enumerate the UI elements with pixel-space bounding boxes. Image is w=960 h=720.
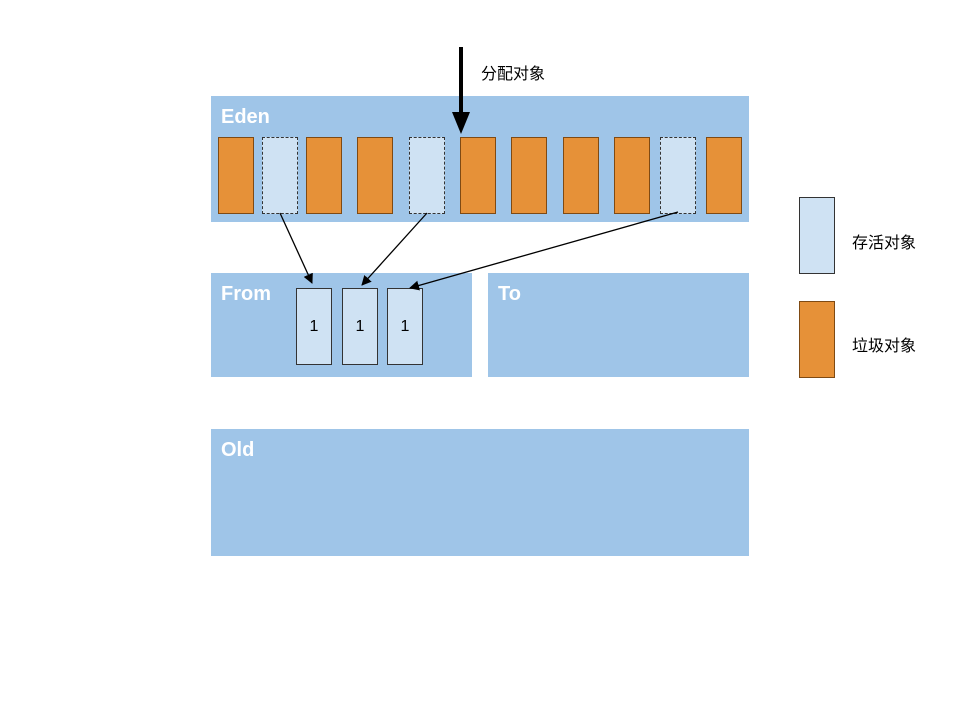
copy-arrow (361, 212, 428, 286)
to-survivor-region: To (488, 273, 749, 377)
eden-garbage-object (460, 137, 496, 214)
copy-arrow (409, 211, 679, 291)
legend-alive-swatch (799, 197, 835, 274)
legend-garbage-swatch (799, 301, 835, 378)
eden-garbage-object (306, 137, 342, 214)
allocation-arrowhead (452, 112, 470, 134)
legend-garbage-label: 垃圾对象 (852, 336, 917, 355)
eden-alive-object (660, 137, 696, 214)
from-label: From (221, 283, 271, 305)
copy-arrow (279, 212, 313, 284)
eden-garbage-object (218, 137, 254, 214)
eden-garbage-object (511, 137, 547, 214)
old-label: Old (221, 439, 255, 461)
eden-garbage-object (706, 137, 742, 214)
survivor-object: 1 (387, 288, 423, 365)
eden-garbage-object (357, 137, 393, 214)
from-survivor-region: From (211, 273, 472, 377)
allocation-label: 分配对象 (481, 64, 546, 83)
eden-label: Eden (221, 106, 270, 128)
legend-alive-label: 存活对象 (852, 233, 917, 252)
to-label: To (498, 283, 521, 305)
survivor-object: 1 (296, 288, 332, 365)
eden-alive-object (409, 137, 445, 214)
eden-garbage-object (614, 137, 650, 214)
survivor-object: 1 (342, 288, 378, 365)
eden-garbage-object (563, 137, 599, 214)
old-region: Old (211, 429, 749, 556)
